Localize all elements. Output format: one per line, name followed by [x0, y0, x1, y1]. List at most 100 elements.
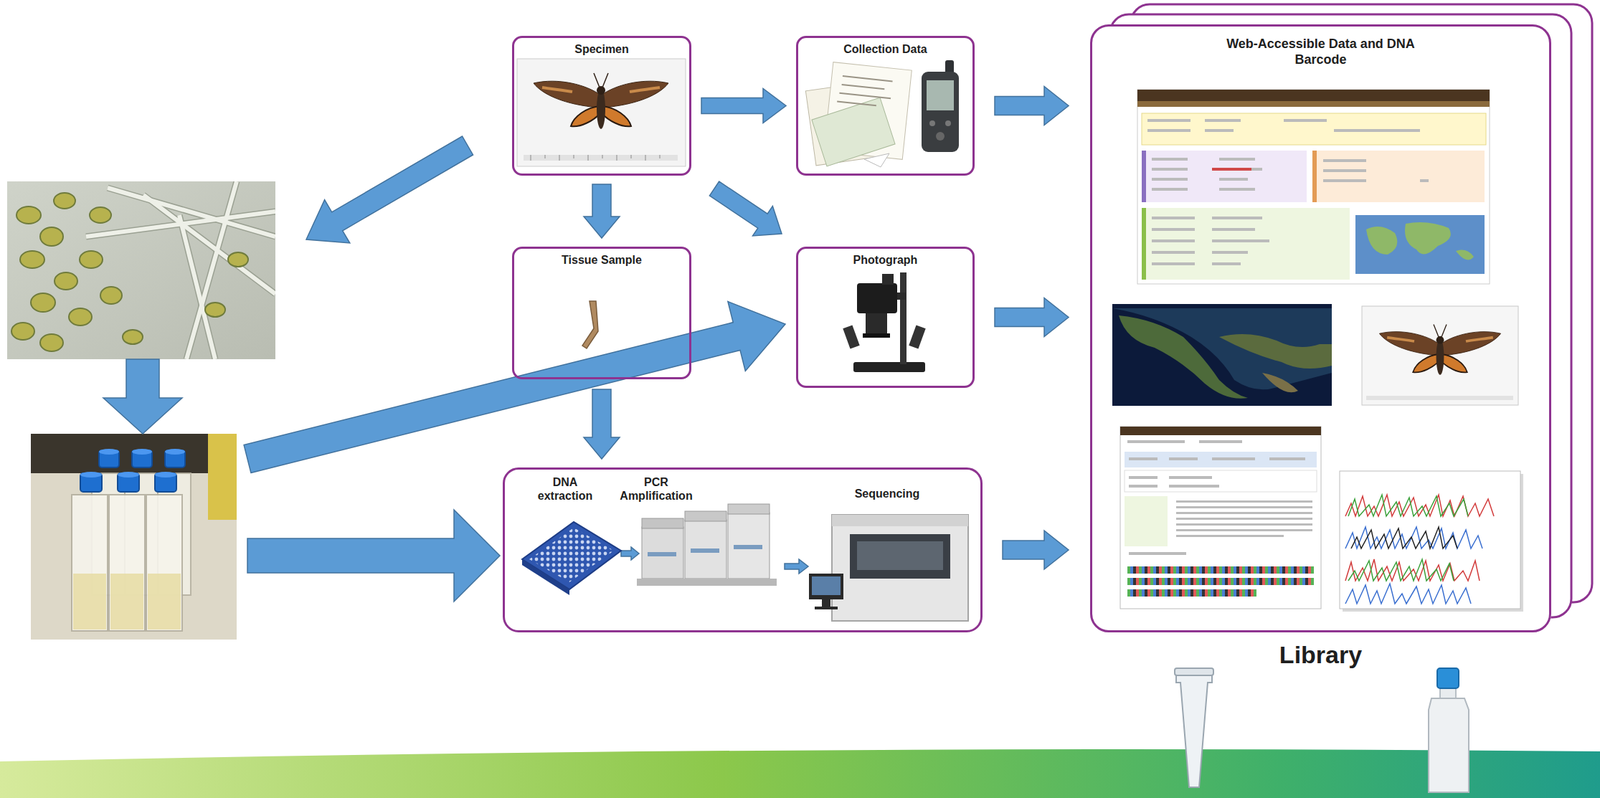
- satellite-map: [1262, 372, 1299, 393]
- record-screenshot: [1137, 89, 1490, 284]
- record-screenshot: [1283, 119, 1327, 122]
- diatom-micrograph: [40, 227, 64, 246]
- field-notes-gps: [805, 60, 959, 168]
- pcr-machines: [641, 527, 684, 579]
- satellite-map: [1118, 315, 1248, 399]
- record-screenshot: [1151, 187, 1188, 191]
- footer-band: [0, 749, 1600, 798]
- field-notes-gps: [926, 80, 954, 111]
- camera-stand: [857, 283, 898, 314]
- sequence-screenshot: [1124, 470, 1317, 492]
- specimen-box: Specimen: [512, 35, 692, 176]
- tube-icon: [1174, 668, 1214, 676]
- diatom-micrograph: [86, 211, 276, 237]
- flow-arrow: [701, 88, 787, 124]
- box-title: Collection Data: [803, 42, 967, 56]
- pcr-machines: [636, 504, 777, 586]
- chromatogram: [1345, 494, 1494, 517]
- record-screenshot: [1323, 159, 1367, 163]
- culture-flasks-photo: [146, 494, 183, 632]
- diatom-micrograph: [205, 302, 226, 317]
- camera-stand: [900, 272, 907, 365]
- record-screenshot: [1419, 179, 1429, 183]
- record-screenshot: [1141, 207, 1350, 280]
- flow-arrow: [1002, 530, 1069, 570]
- box-title: Web-Accessible Data and DNA Barcode: [1211, 36, 1431, 68]
- sequence-screenshot: [1124, 451, 1317, 468]
- culture-flasks-photo: [98, 448, 120, 455]
- culture-flasks-photo: [80, 450, 186, 492]
- pcr-machines: [733, 545, 763, 550]
- sequence-screenshot: [1128, 457, 1158, 461]
- record-screenshot: [1219, 187, 1256, 191]
- record-screenshot: [1366, 222, 1474, 261]
- pcr-machines: [641, 518, 684, 529]
- flow-arrow: [784, 559, 809, 574]
- field-notes-gps: [935, 131, 945, 141]
- sequencer: [808, 573, 844, 600]
- diatom-micrograph: [86, 181, 276, 360]
- box-heading: Sequencing: [834, 486, 940, 501]
- box-title: Specimen: [519, 42, 684, 56]
- record-screenshot: [1151, 157, 1188, 161]
- sequence-screenshot: [1269, 457, 1306, 461]
- record-screenshot: [1151, 177, 1188, 181]
- record-screenshot: [1147, 129, 1191, 132]
- tissue-box: Tissue Sample: [512, 246, 692, 380]
- culture-flasks-photo: [30, 433, 237, 474]
- record-screenshot: [1141, 150, 1307, 203]
- record-screenshot: [1323, 169, 1367, 173]
- pcr-machines: [647, 552, 677, 557]
- record-screenshot: [1204, 129, 1234, 132]
- diatom-micrograph: [79, 251, 103, 269]
- diatom-micrograph: [7, 181, 276, 360]
- tube-icon: [1174, 668, 1214, 788]
- well-plate: [522, 559, 570, 596]
- sequence-screenshot: [1199, 440, 1243, 444]
- chromatogram: [1345, 583, 1471, 604]
- chromatogram: [1339, 471, 1521, 609]
- diatom-micrograph: [89, 207, 112, 224]
- specimen-photo: [530, 154, 660, 161]
- record-screenshot: [1204, 119, 1241, 122]
- record-screenshot: [1212, 239, 1270, 243]
- tissue-leg: [582, 301, 599, 349]
- culture-flasks-photo: [80, 448, 186, 478]
- record-screenshot: [1151, 216, 1195, 220]
- sequence-screenshot: [1168, 457, 1198, 461]
- satellite-map: [1112, 304, 1332, 406]
- sequence-screenshot: [1120, 426, 1322, 609]
- diatom-micrograph: [11, 322, 35, 340]
- sequencer: [831, 514, 969, 622]
- chromatogram: [1345, 527, 1483, 549]
- field-notes-gps: [929, 120, 936, 127]
- specimen-image: [1361, 306, 1519, 406]
- record-screenshot: [1137, 89, 1490, 284]
- sequencer: [857, 541, 944, 571]
- well-plate: [522, 522, 622, 590]
- specimen-image: [1379, 324, 1501, 376]
- chromatogram: [1348, 494, 1469, 517]
- camera-stand: [842, 272, 926, 373]
- diatom-micrograph: [30, 293, 56, 312]
- record-screenshot: [1151, 251, 1195, 254]
- diatom-micrograph: [40, 334, 64, 352]
- record-screenshot: [1212, 228, 1256, 231]
- sequence-screenshot: [1128, 552, 1187, 556]
- sequence-screenshot: [1176, 535, 1284, 538]
- sequence-screenshot: [1127, 589, 1257, 597]
- diatom-micrograph: [54, 272, 78, 290]
- record-screenshot: [1355, 215, 1485, 274]
- diatom-micrograph: [186, 181, 237, 360]
- record-screenshot: [1141, 113, 1486, 145]
- record-screenshot: [1212, 216, 1263, 220]
- camera-stand: [882, 273, 894, 285]
- sequencer: [849, 534, 951, 579]
- sequencing-box: DNA extractionPCR AmplificationSequencin…: [502, 467, 983, 633]
- culture-flasks-photo: [109, 494, 145, 632]
- record-screenshot: [1141, 150, 1147, 203]
- flow-arrow: [103, 136, 809, 602]
- sequencer: [814, 606, 838, 610]
- record-screenshot: [1312, 150, 1485, 203]
